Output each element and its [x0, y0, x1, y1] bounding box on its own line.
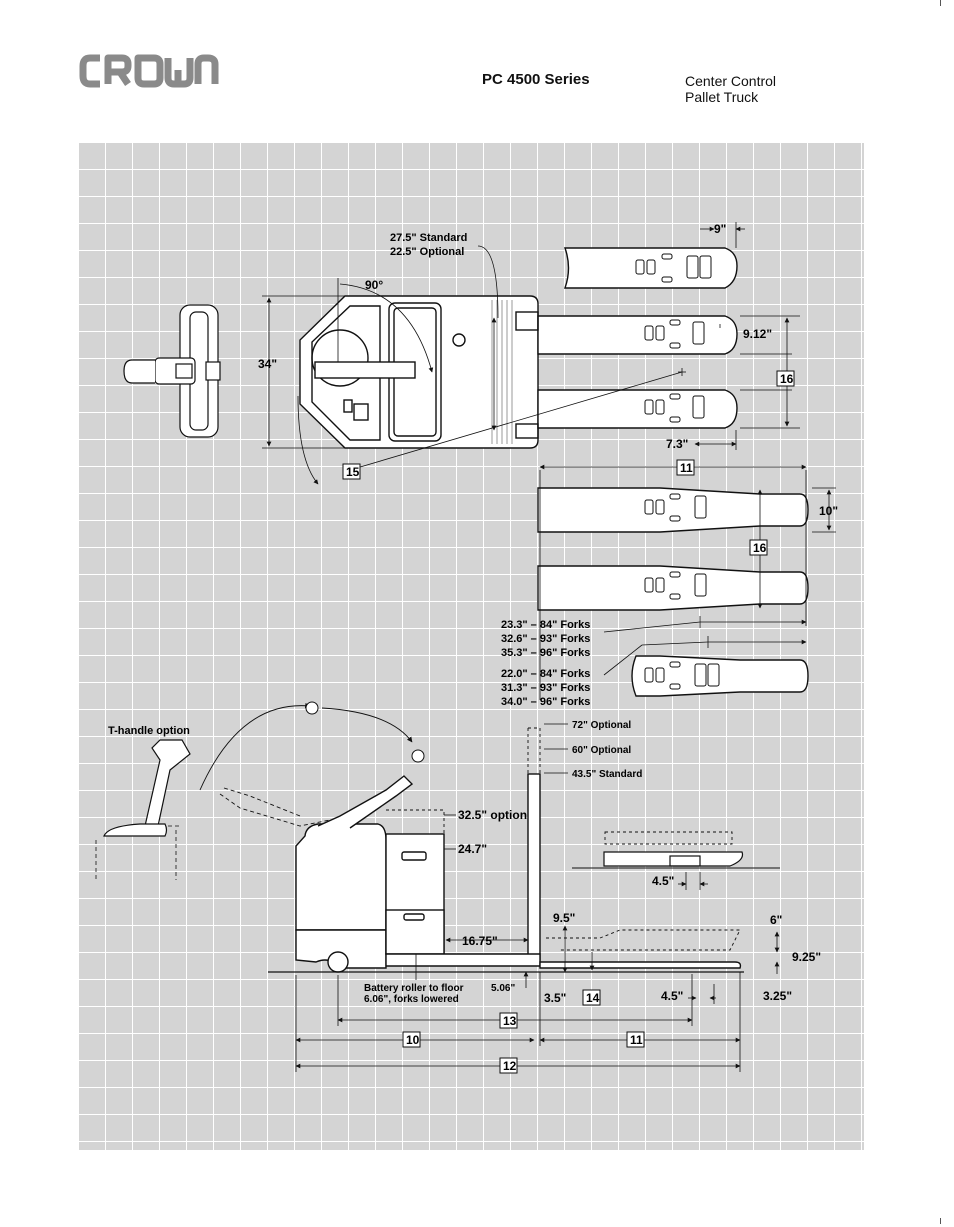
- subtitle-line-1: Center Control: [685, 73, 777, 89]
- callout-10: 10: [406, 1033, 420, 1047]
- dim-4-5-top-label: 4.5": [652, 874, 674, 888]
- crop-mark-top: [940, 0, 941, 6]
- fork-group1-line2: 32.6" – 93" Forks: [501, 633, 590, 645]
- truck-body-side-view: [295, 773, 742, 973]
- dim-4-5-bottom-label: 4.5": [661, 989, 683, 1003]
- fork-group1-line1: 23.3" – 84" Forks: [501, 619, 590, 631]
- top-view: 90° 34" 27.5" Standard 22.5" Optional 15…: [123, 222, 807, 485]
- callout-12: 12: [503, 1059, 517, 1073]
- fork-tip-label: 9": [714, 222, 726, 236]
- fork-width-10-label: 10": [819, 504, 838, 518]
- callout-11-side: 11: [630, 1033, 643, 1047]
- dim-9-25-label: 9.25": [792, 950, 821, 964]
- fork-group2-line1: 22.0" – 84" Forks: [501, 668, 590, 680]
- t-handle-label: T-handle option: [108, 725, 190, 737]
- dim-3-25-label: 3.25": [763, 989, 792, 1003]
- truck-width-label: 34": [258, 357, 277, 371]
- battery-note-line2: 6.06", forks lowered: [364, 994, 459, 1005]
- handle-rotate-icon: [305, 701, 425, 763]
- steer-angle-label: 90°: [365, 278, 383, 292]
- crown-logo: [79, 54, 219, 88]
- callout-14: 14: [586, 991, 600, 1005]
- battery-note-line1: Battery roller to floor: [364, 983, 464, 994]
- height-32-5-label: 32.5" option: [458, 808, 527, 822]
- subtitle-line-2: Pallet Truck: [685, 89, 759, 105]
- height-24-7-label: 24.7": [458, 842, 487, 856]
- dim-9-5-label: 9.5": [553, 911, 575, 925]
- backrest-60-label: 60" Optional: [572, 745, 631, 756]
- backrest-43-label: 43.5" Standard: [572, 769, 642, 780]
- fork-width-label: 9.12": [743, 327, 772, 341]
- dim-3-5-label: 3.5": [544, 991, 566, 1005]
- dim-6-label: 6": [770, 913, 782, 927]
- fork-variants-view: 10" 16 23.3" – 84" Forks 32.6" – 93" For…: [501, 470, 838, 708]
- series-title: PC 4500 Series: [482, 71, 590, 88]
- callout-16-top: 16: [780, 372, 794, 386]
- overhead-standard-label: 27.5" Standard: [390, 232, 467, 244]
- handle-top-view: [123, 304, 221, 438]
- callout-11-top: 11: [680, 461, 693, 475]
- fork-group2-line3: 34.0" – 96" Forks: [501, 696, 590, 708]
- t-handle-drawing: [103, 739, 191, 837]
- fork-group2-line2: 31.3" – 93" Forks: [501, 682, 590, 694]
- side-view: T-handle option: [95, 701, 821, 1074]
- truck-chassis-top-view: [299, 295, 539, 449]
- overhead-optional-label: 22.5" Optional: [390, 246, 464, 258]
- backrest-72-label: 72" Optional: [572, 720, 631, 731]
- callout-16-forks: 16: [753, 541, 767, 555]
- callout-13: 13: [503, 1014, 517, 1028]
- crop-mark-bottom: [940, 1218, 941, 1224]
- dim-16-75-label: 16.75": [462, 934, 498, 948]
- fork-gap-label: 7.3": [666, 437, 688, 451]
- product-subtitle: Center Control Pallet Truck: [685, 73, 776, 105]
- fork-group1-line3: 35.3" – 96" Forks: [501, 647, 590, 659]
- dim-5-06-label: 5.06": [491, 983, 515, 994]
- callout-15: 15: [346, 465, 360, 479]
